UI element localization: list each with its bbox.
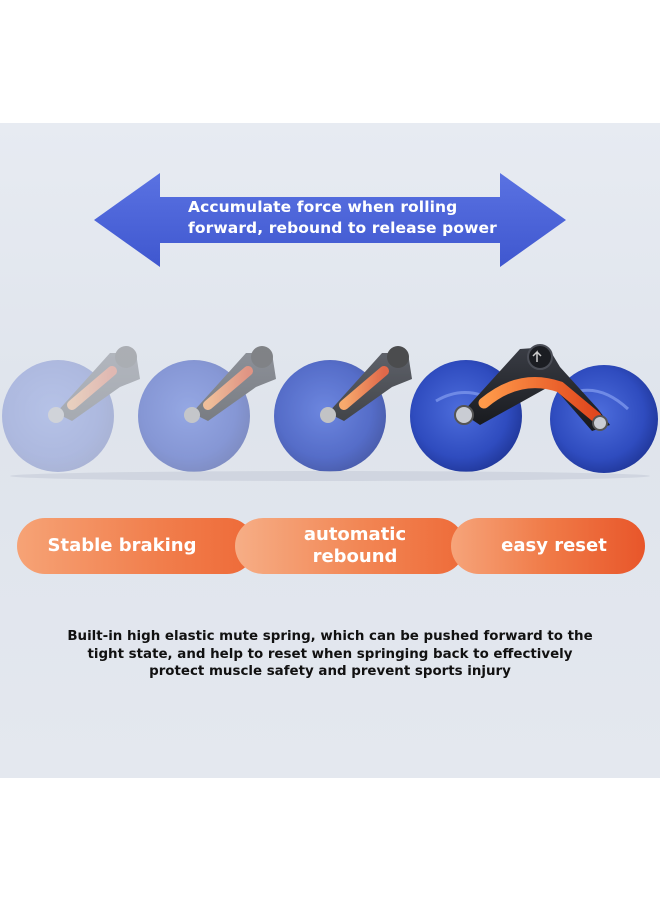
feature-label: easy reset <box>501 535 607 556</box>
roller-ghost-3 <box>274 346 412 472</box>
double-arrow-banner: Accumulate force when rolling forward, r… <box>94 173 566 267</box>
product-image-panel: Accumulate force when rolling forward, r… <box>0 123 660 778</box>
ab-roller-illustration <box>2 344 658 481</box>
ab-roller-sequence <box>0 313 660 483</box>
feature-pill-stable-braking: Stable braking <box>17 518 255 574</box>
feature-label-line2: rebound <box>312 546 398 567</box>
feature-pill-automatic-rebound: automatic rebound <box>235 518 465 574</box>
description-line1: Built-in high elastic mute spring, which… <box>67 629 593 644</box>
roller-main <box>410 344 658 473</box>
roller-ghost-1 <box>2 346 140 472</box>
feature-pills: Stable braking automatic rebound easy re… <box>17 518 645 574</box>
description-line3: protect muscle safety and prevent sports… <box>149 664 511 679</box>
arrow-caption-line2: forward, rebound to release power <box>188 219 497 237</box>
feature-label: Stable braking <box>47 535 197 556</box>
description-line2: tight state, and help to reset when spri… <box>87 646 573 662</box>
roller-ghost-2 <box>138 346 276 472</box>
feature-pill-easy-reset: easy reset <box>451 518 645 574</box>
arrow-caption-line1: Accumulate force when rolling <box>188 198 458 216</box>
feature-label-line1: automatic <box>303 524 407 545</box>
arrow-caption: Accumulate force when rolling forward, r… <box>188 197 508 239</box>
product-description: Built-in high elastic mute spring, which… <box>60 628 600 681</box>
double-arrow-icon <box>94 173 566 267</box>
